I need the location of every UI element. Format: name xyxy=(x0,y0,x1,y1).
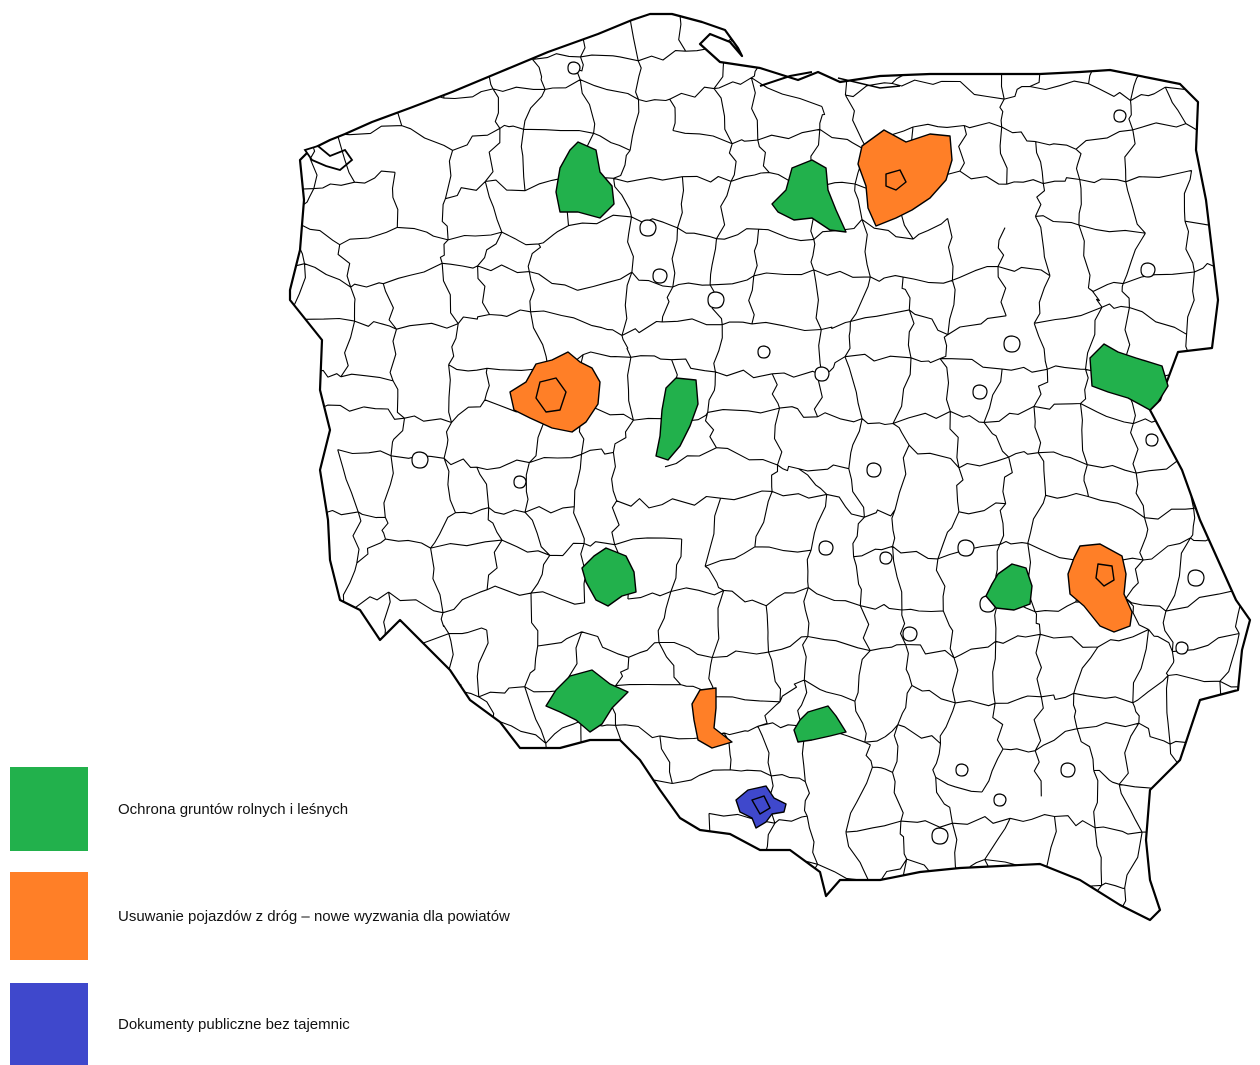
green-region-7 xyxy=(545,669,629,733)
legend-label-blue: Dokumenty publiczne bez tajemnic xyxy=(118,1015,350,1033)
green-region-2 xyxy=(771,159,847,233)
legend-label-orange: Usuwanie pojazdów z dróg – nowe wyzwania… xyxy=(118,907,510,925)
legend-swatch-blue xyxy=(10,983,88,1065)
orange-region-3-inner xyxy=(1095,563,1115,587)
western-coast-detail xyxy=(303,144,354,171)
coastal-lagoon xyxy=(837,77,901,89)
city-enclave xyxy=(972,384,988,400)
blue-region-1 xyxy=(735,785,787,829)
city-enclave xyxy=(567,61,581,75)
city-enclave xyxy=(866,462,882,478)
orange-region-3 xyxy=(1067,543,1133,633)
green-region-3 xyxy=(1089,343,1169,411)
city-enclave xyxy=(957,539,975,557)
country-outline xyxy=(288,12,1252,922)
city-enclave xyxy=(879,551,893,565)
city-enclave xyxy=(931,827,949,845)
legend-item-blue: Dokumenty publiczne bez tajemnic xyxy=(10,983,350,1065)
city-enclave xyxy=(818,540,834,556)
green-region-8 xyxy=(793,705,847,743)
city-enclave xyxy=(1140,262,1156,278)
city-enclave xyxy=(1113,109,1127,123)
city-enclave xyxy=(993,793,1007,807)
orange-region-4 xyxy=(691,687,733,749)
city-enclave xyxy=(652,268,668,284)
city-enclave xyxy=(707,291,725,309)
hel-peninsula xyxy=(759,71,813,87)
legend-swatch-orange xyxy=(10,872,88,960)
city-enclave xyxy=(1187,569,1205,587)
city-enclave xyxy=(639,219,657,237)
city-enclave xyxy=(902,626,918,642)
orange-region-2 xyxy=(509,351,601,433)
legend-label-green: Ochrona gruntów rolnych i leśnych xyxy=(118,800,349,818)
green-region-5 xyxy=(581,547,637,607)
city-enclave xyxy=(955,763,969,777)
green-region-4 xyxy=(655,377,699,461)
orange-region-2-inner xyxy=(535,377,567,413)
legend-swatch-green xyxy=(10,767,88,851)
city-enclave xyxy=(411,451,429,469)
blue-region-1-inner xyxy=(751,795,771,815)
highlighted-counties xyxy=(509,129,1169,829)
legend-item-green: Ochrona gruntów rolnych i leśnych xyxy=(10,767,348,851)
green-region-1 xyxy=(555,141,615,219)
city-enclave xyxy=(1175,641,1189,655)
city-enclave xyxy=(1003,335,1021,353)
orange-region-1 xyxy=(857,129,953,227)
city-enclave xyxy=(757,345,771,359)
city-enclave xyxy=(814,366,830,382)
city-enclave xyxy=(513,475,527,489)
orange-region-1-hole xyxy=(885,169,907,191)
legend-item-orange: Usuwanie pojazdów z dróg – nowe wyzwania… xyxy=(10,872,510,960)
green-region-6 xyxy=(985,563,1033,611)
city-enclave xyxy=(1145,433,1159,447)
city-enclave xyxy=(1060,762,1076,778)
